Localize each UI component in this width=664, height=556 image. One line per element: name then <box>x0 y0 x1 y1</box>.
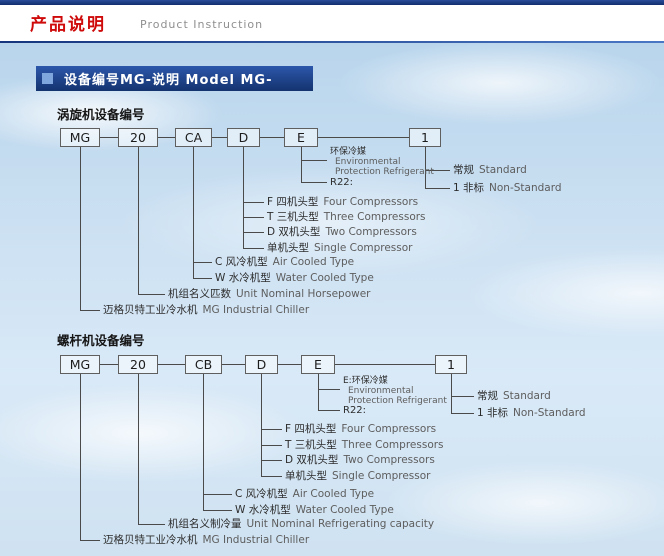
screw-label-refrigerant-cn: E:环保冷媒 <box>343 376 388 386</box>
scroll-label-nominal-cn: 机组名义匹数 <box>168 288 231 300</box>
screw-label-air-cn: C 风冷机型 <box>235 488 288 500</box>
screw-section-title: 螺杆机设备编号 <box>57 333 145 348</box>
screw-label-single-en: Single Compressor <box>332 470 431 482</box>
scroll-code-box-d: D <box>227 128 260 147</box>
scroll-label-standard: 常规 Standard <box>453 164 527 177</box>
screw-code-box-mg: MG <box>60 355 100 374</box>
screw-label-four-en: Four Compressors <box>341 423 437 435</box>
scroll-label-two-en: Two Compressors <box>325 226 417 238</box>
screw-label-four-compressors: F 四机头型 Four Compressors <box>285 423 436 436</box>
sky-background <box>0 43 664 556</box>
screw-label-nonstandard: 1 非标 Non-Standard <box>477 407 586 420</box>
screw-label-three-compressors: T 三机头型 Three Compressors <box>285 439 444 452</box>
screw-label-refrigerant-en2: Protection Refrigerant <box>348 396 447 406</box>
screw-label-brand: 迈格贝特工业冷水机 MG Industrial Chiller <box>103 534 309 547</box>
scroll-label-refrigerant-en1: Environmental <box>335 157 401 167</box>
scroll-label-three-en: Three Compressors <box>323 211 426 223</box>
screw-code-box-cb: CB <box>185 355 222 374</box>
screw-code-box-d: D <box>245 355 278 374</box>
scroll-label-brand-cn: 迈格贝特工业冷水机 <box>103 304 198 316</box>
scroll-label-air-cooled: C 风冷机型 Air Cooled Type <box>215 256 354 269</box>
scroll-code-box-20: 20 <box>118 128 158 147</box>
scroll-label-nominal-en: Unit Nominal Horsepower <box>236 288 371 300</box>
screw-label-single-compressor: 单机头型 Single Compressor <box>285 470 431 483</box>
scroll-label-standard-en: Standard <box>479 164 527 176</box>
screw-code-box-20: 20 <box>118 355 158 374</box>
scroll-label-three-compressors: T 三机头型 Three Compressors <box>267 211 426 224</box>
screw-label-refrigerant-en1: Environmental <box>348 386 414 396</box>
screw-label-brand-cn: 迈格贝特工业冷水机 <box>103 534 198 546</box>
scroll-label-refrigerant-en2: Protection Refrigerant <box>335 167 434 177</box>
screw-label-water-cooled: W 水冷机型 Water Cooled Type <box>235 504 394 517</box>
scroll-label-r22: R22: <box>330 177 354 188</box>
scroll-label-four-cn: F 四机头型 <box>267 196 319 208</box>
screw-label-single-cn: 单机头型 <box>285 470 327 482</box>
screw-label-air-cooled: C 风冷机型 Air Cooled Type <box>235 488 374 501</box>
screw-label-nominal-en: Unit Nominal Refrigerating capacity <box>246 518 435 530</box>
screw-label-nonstandard-cn: 1 非标 <box>477 407 509 419</box>
screw-label-water-en: Water Cooled Type <box>295 504 394 516</box>
scroll-label-nonstandard: 1 非标 Non-Standard <box>453 182 562 195</box>
scroll-label-water-cooled: W 水冷机型 Water Cooled Type <box>215 272 374 285</box>
scroll-label-two-cn: D 双机头型 <box>267 226 321 238</box>
scroll-label-two-compressors: D 双机头型 Two Compressors <box>267 226 417 239</box>
scroll-label-three-cn: T 三机头型 <box>267 211 319 223</box>
scroll-label-nominal: 机组名义匹数 Unit Nominal Horsepower <box>168 288 371 301</box>
screw-label-three-cn: T 三机头型 <box>285 439 337 451</box>
scroll-label-air-en: Air Cooled Type <box>272 256 355 268</box>
screw-label-r22: R22: <box>343 405 367 416</box>
screw-label-refrigerant: E:环保冷媒 Environmental Protection Refriger… <box>343 376 447 406</box>
screw-label-nonstandard-en: Non-Standard <box>513 407 586 419</box>
screw-label-water-cn: W 水冷机型 <box>235 504 291 516</box>
scroll-code-box-1: 1 <box>409 128 441 147</box>
screw-label-nominal: 机组名义制冷量 Unit Nominal Refrigerating capaci… <box>168 518 434 531</box>
screw-label-standard-en: Standard <box>503 390 551 402</box>
scroll-label-four-en: Four Compressors <box>323 196 419 208</box>
screw-label-two-en: Two Compressors <box>343 454 435 466</box>
scroll-code-box-ca: CA <box>175 128 212 147</box>
scroll-label-single-cn: 单机头型 <box>267 242 309 254</box>
banner-accent-square <box>42 73 53 84</box>
scroll-label-single-compressor: 单机头型 Single Compressor <box>267 242 413 255</box>
scroll-connectors <box>80 137 450 311</box>
screw-label-two-cn: D 双机头型 <box>285 454 339 466</box>
screw-code-box-e: E <box>301 355 335 374</box>
screw-label-four-cn: F 四机头型 <box>285 423 337 435</box>
scroll-label-water-en: Water Cooled Type <box>275 272 374 284</box>
model-banner: 设备编号MG-说明 Model MG- <box>36 66 313 91</box>
top-accent-bar <box>0 0 664 5</box>
scroll-label-brand-en: MG Industrial Chiller <box>202 304 310 316</box>
scroll-label-water-cn: W 水冷机型 <box>215 272 271 284</box>
model-banner-label: 设备编号MG-说明 Model MG- <box>64 73 273 88</box>
scroll-label-standard-cn: 常规 <box>453 164 474 176</box>
scroll-label-four-compressors: F 四机头型 Four Compressors <box>267 196 418 209</box>
page-subtitle: Product Instruction <box>140 18 264 31</box>
page-title: 产品说明 <box>30 15 106 35</box>
scroll-section-title: 涡旋机设备编号 <box>57 107 145 122</box>
screw-label-nominal-cn: 机组名义制冷量 <box>168 518 242 530</box>
screw-label-three-en: Three Compressors <box>341 439 444 451</box>
scroll-label-nonstandard-en: Non-Standard <box>489 182 562 194</box>
scroll-label-refrigerant: 环保冷媒 Environmental Protection Refrigeran… <box>330 147 434 177</box>
screw-label-standard-cn: 常规 <box>477 390 498 402</box>
scroll-label-nonstandard-cn: 1 非标 <box>453 182 485 194</box>
screw-label-brand-en: MG Industrial Chiller <box>202 534 310 546</box>
scroll-label-single-en: Single Compressor <box>314 242 413 254</box>
header-divider <box>0 41 664 43</box>
scroll-label-brand: 迈格贝特工业冷水机 MG Industrial Chiller <box>103 304 309 317</box>
screw-label-two-compressors: D 双机头型 Two Compressors <box>285 454 435 467</box>
scroll-code-box-mg: MG <box>60 128 100 147</box>
screw-code-box-1: 1 <box>435 355 467 374</box>
screw-label-standard: 常规 Standard <box>477 390 551 403</box>
screw-connectors <box>80 364 474 541</box>
scroll-label-refrigerant-cn: 环保冷媒 <box>330 147 367 157</box>
scroll-code-box-e: E <box>284 128 318 147</box>
scroll-label-air-cn: C 风冷机型 <box>215 256 268 268</box>
screw-label-air-en: Air Cooled Type <box>292 488 375 500</box>
